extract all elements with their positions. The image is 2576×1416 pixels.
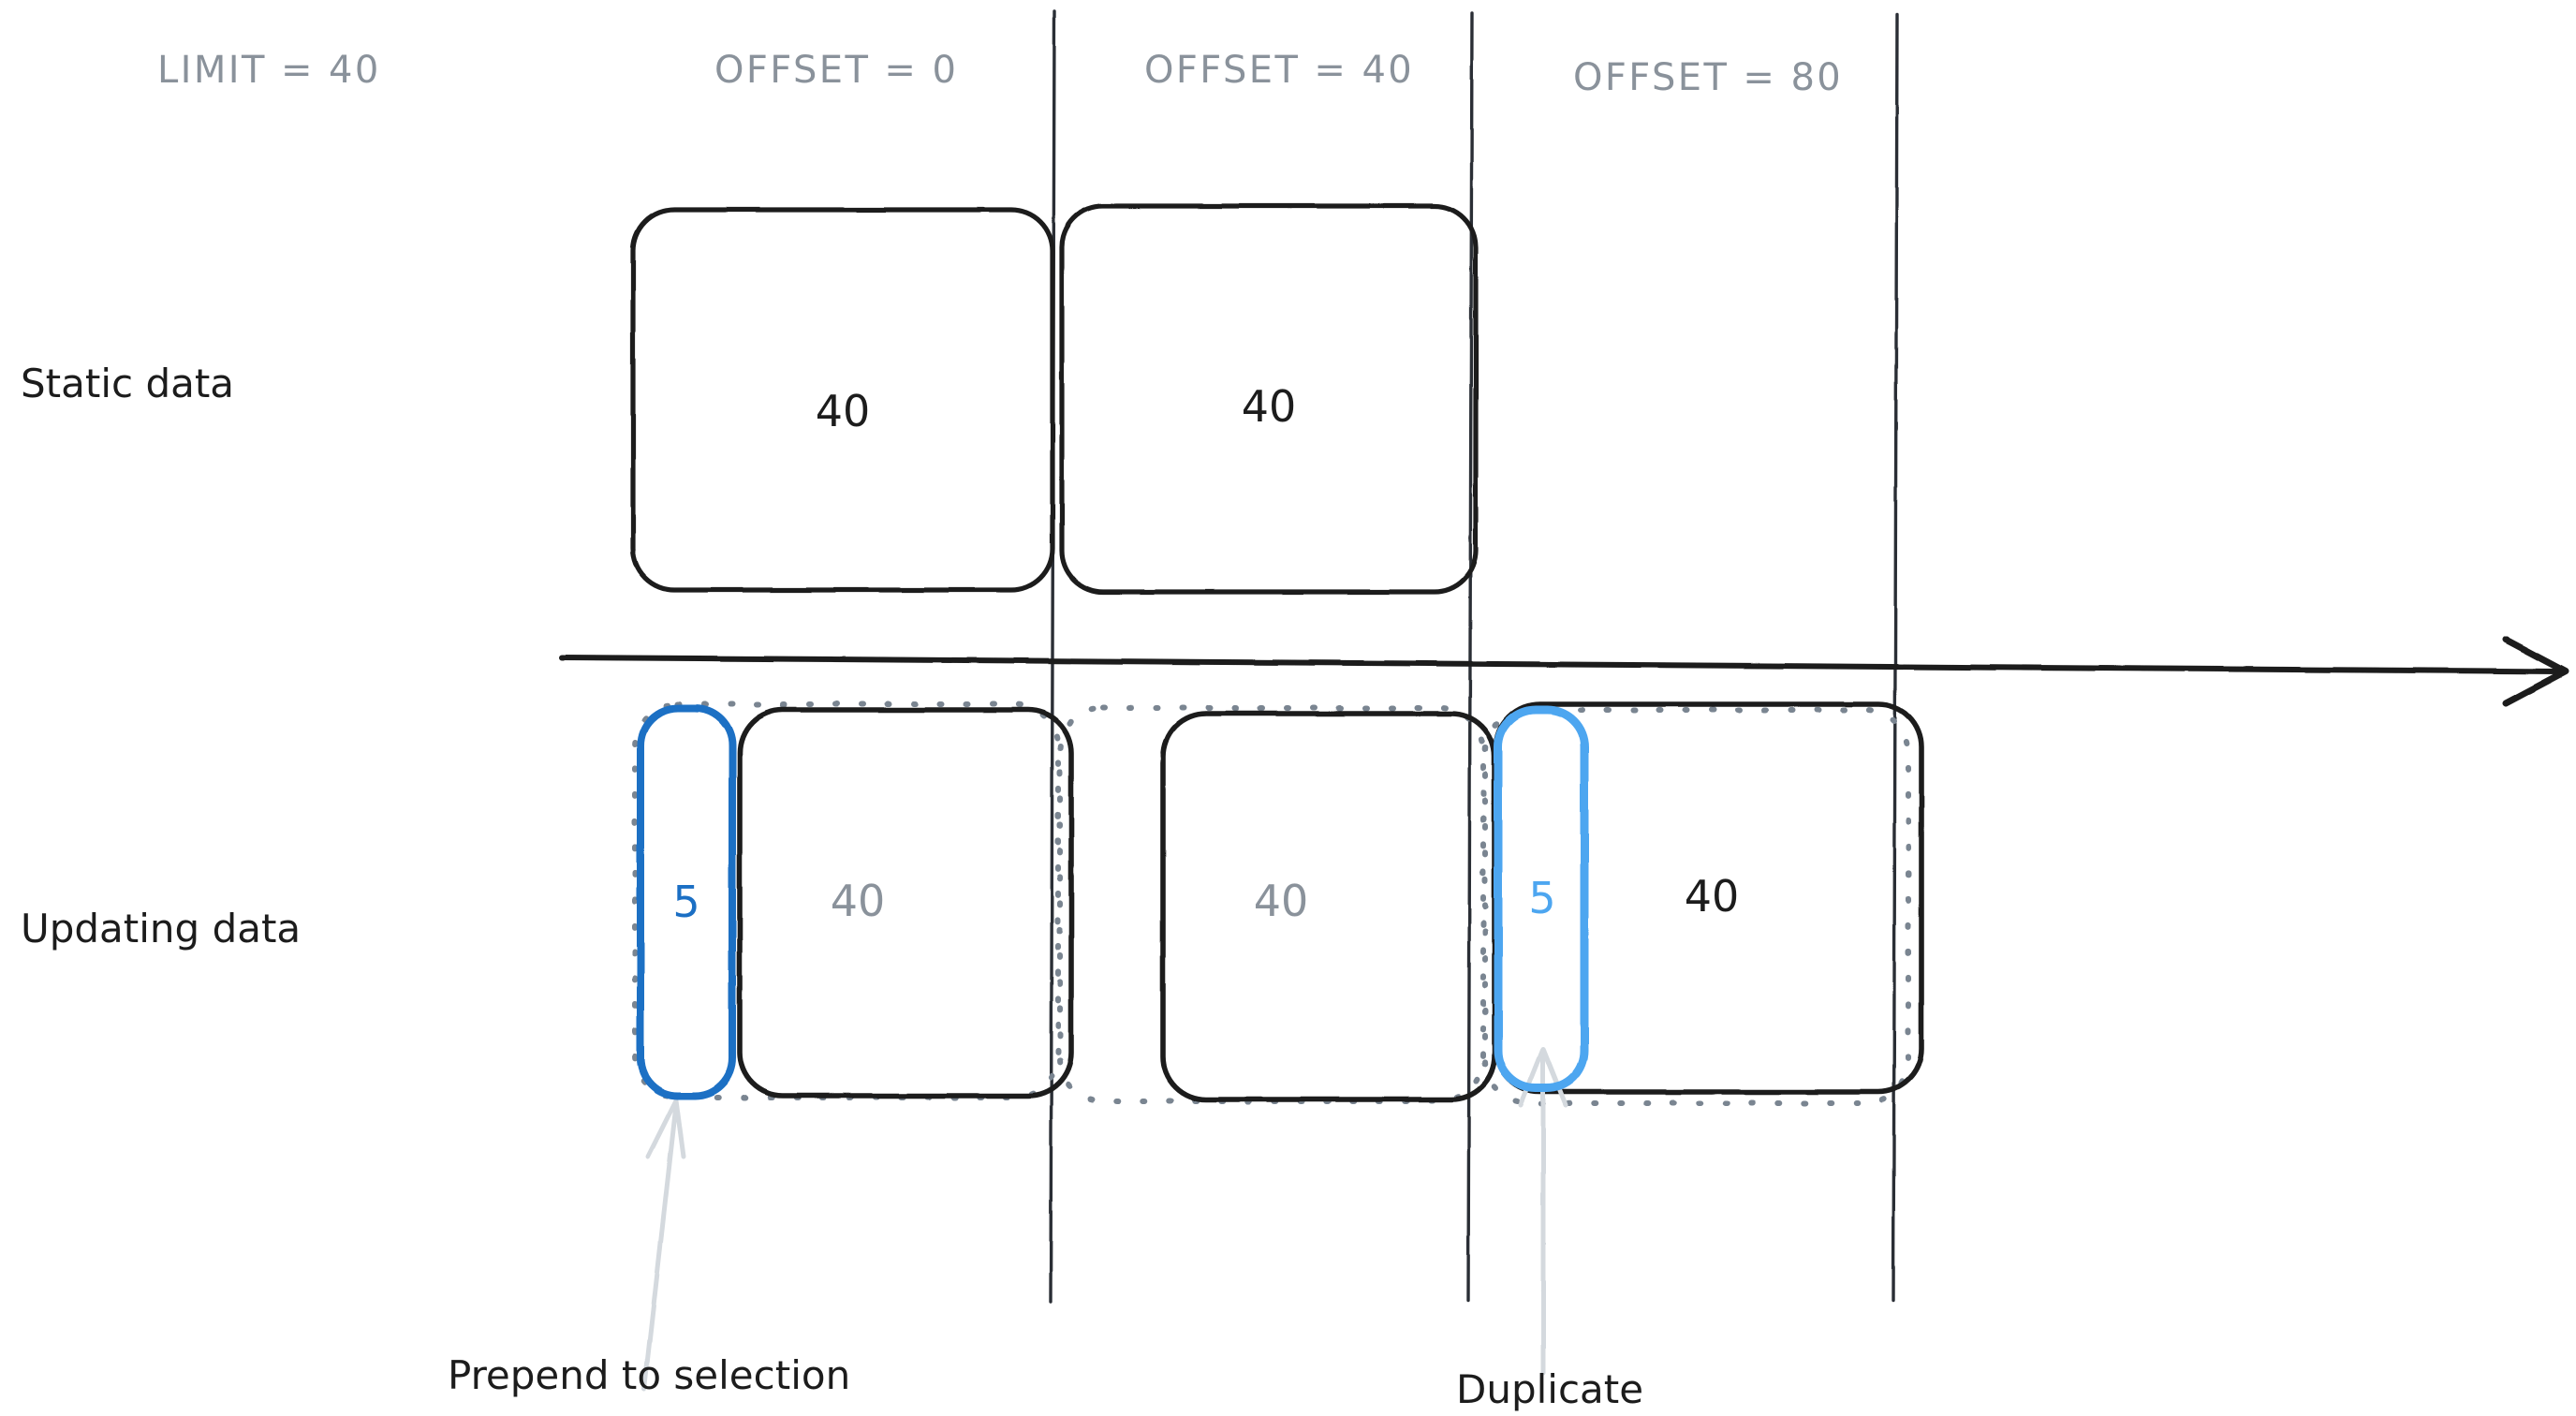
header-limit: LIMIT = 40 [157, 49, 381, 92]
time-axis-arrowhead [2502, 636, 2569, 707]
updating-page-value-1: 40 [831, 876, 886, 926]
inserted-chunk-value-2: 5 [1528, 873, 1555, 923]
updating-data-row: 40 40 40 [737, 701, 1924, 1102]
time-axis-line [559, 655, 2565, 674]
divider-line-3 [1892, 13, 1899, 1302]
prepend-arrow-head [645, 1098, 686, 1159]
column-header-labels: LIMIT = 40 OFFSET = 0 OFFSET = 40 OFFSET… [157, 49, 1843, 99]
prepend-arrow [641, 1098, 686, 1392]
inserted-chunks: 5 5 [637, 704, 1589, 1099]
updating-page-box-2 [1160, 711, 1497, 1102]
row-label-updating: Updating data [21, 906, 301, 951]
divider-line-2 [1466, 11, 1474, 1302]
header-offset-0: OFFSET = 0 [714, 49, 958, 92]
row-label-static: Static data [21, 361, 234, 406]
static-page-value-2: 40 [1242, 381, 1297, 432]
inserted-chunk-value-1: 5 [672, 877, 699, 927]
divider-line-1 [1049, 9, 1056, 1304]
ghost-outline-3 [1482, 707, 1911, 1106]
updating-page-value-3: 40 [1685, 871, 1740, 922]
annotation-prepend-label: Prepend to selection [448, 1352, 850, 1398]
prepend-arrow-shaft [641, 1102, 679, 1392]
time-axis [559, 636, 2569, 707]
static-page-box-1 [630, 207, 1055, 593]
header-offset-40: OFFSET = 40 [1144, 49, 1414, 92]
annotation-labels: Prepend to selection Duplicate [448, 1352, 1643, 1412]
header-offset-80: OFFSET = 80 [1573, 56, 1843, 99]
annotation-duplicate-label: Duplicate [1456, 1366, 1643, 1412]
static-data-row: 40 40 [630, 203, 1479, 595]
duplicate-arrow [1518, 1046, 1568, 1376]
inserted-chunk-box-2 [1494, 705, 1589, 1093]
updating-page-value-2: 40 [1254, 876, 1309, 926]
updating-page-box-1 [737, 707, 1074, 1099]
static-page-value-1: 40 [816, 386, 871, 436]
row-labels: Static data Updating data [21, 361, 301, 951]
inserted-chunk-box-1 [637, 704, 736, 1099]
static-page-box-2 [1059, 203, 1479, 595]
